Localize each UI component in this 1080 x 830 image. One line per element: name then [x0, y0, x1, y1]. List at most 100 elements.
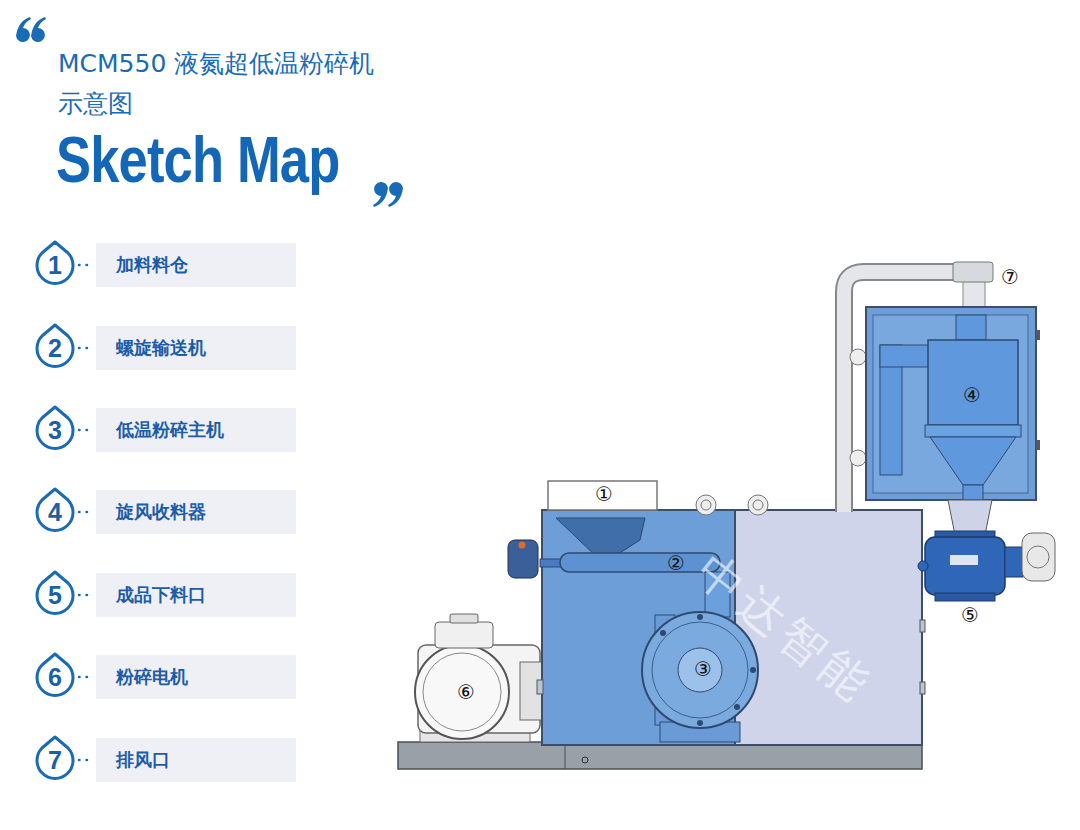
callout-drop: 4 — [35, 486, 75, 532]
heading-en: Sketch Map — [56, 128, 339, 192]
grinder-mill — [642, 612, 758, 742]
dot-connector — [79, 511, 93, 514]
callout-number: ⑤ — [961, 605, 979, 625]
pipe-fitting-part — [753, 500, 763, 510]
discharge-valve — [918, 500, 1055, 601]
drop-shape — [37, 489, 73, 530]
grinder-mill-part — [642, 612, 758, 728]
cyclone-collector-part — [928, 340, 1018, 425]
feed-hopper-part — [556, 518, 645, 558]
base-frame-part — [565, 742, 566, 769]
part-name: 成品下料口 — [116, 583, 206, 607]
grinding-motor-part — [450, 614, 478, 623]
pipe-fitting-part — [696, 495, 716, 515]
cyclone-collector — [866, 307, 1040, 500]
main-cabinet — [537, 510, 925, 745]
dot-connector — [79, 347, 93, 350]
cyclone-collector-part — [1036, 330, 1040, 340]
page-title: MCM550 液氮超低温粉碎机 示意图 — [58, 44, 403, 124]
screw-conveyor-part — [540, 559, 562, 567]
callout-number: 5 — [48, 583, 62, 608]
grinder-mill-part — [678, 648, 722, 692]
cyclone-collector-part — [925, 425, 1021, 437]
grinder-mill-part — [734, 704, 740, 710]
callout-drop: 5 — [35, 569, 75, 615]
key-box: 排风口 — [96, 738, 296, 782]
grinder-mill-part — [697, 614, 703, 620]
main-cabinet-part — [537, 680, 543, 694]
pipe-fitting-part — [701, 500, 711, 510]
part-name: 螺旋输送机 — [116, 336, 206, 360]
discharge-valve-part — [925, 537, 1005, 595]
watermark: 中达智能 — [689, 546, 881, 710]
grinding-motor-part — [415, 645, 509, 739]
grinder-mill-part — [697, 720, 703, 726]
feed-hopper — [548, 481, 657, 558]
callout-number: 3 — [48, 418, 62, 443]
base-frame — [398, 742, 922, 769]
callout-number: 7 — [48, 748, 62, 773]
discharge-valve-part — [1027, 546, 1049, 568]
discharge-valve-part — [950, 555, 978, 565]
grinder-mill-part — [660, 630, 666, 636]
cyclone-collector-part — [930, 437, 1016, 485]
discharge-valve-part — [935, 593, 995, 601]
callout-number: 2 — [48, 336, 62, 361]
callout-number: ⑦ — [1001, 267, 1019, 287]
grinder-mill-part — [652, 622, 748, 718]
base-frame-part — [582, 757, 588, 763]
callout-number: 4 — [48, 500, 62, 525]
dot-connector — [79, 759, 93, 762]
key-box: 低温粉碎主机 — [96, 408, 296, 452]
cyclone-collector-part — [880, 345, 930, 367]
air-pipe-part — [850, 450, 866, 466]
callout-number: ② — [667, 553, 685, 573]
pipe-fitting-part — [748, 495, 768, 515]
cyclone-collector-part — [963, 485, 983, 500]
part-name: 粉碎电机 — [116, 665, 188, 689]
quote-mark-part — [31, 17, 46, 42]
quote-mark-part — [373, 182, 388, 207]
grinding-motor — [415, 614, 544, 742]
callout-drop: 7 — [35, 734, 75, 780]
drop-shape — [37, 242, 73, 283]
drop-shape — [37, 407, 73, 448]
key-box: 成品下料口 — [96, 573, 296, 617]
drop-shape — [37, 572, 73, 613]
part-name: 低温粉碎主机 — [116, 418, 224, 442]
quote-mark — [16, 17, 403, 207]
grinder-mill-part — [750, 667, 756, 673]
callout-number: ① — [595, 484, 613, 504]
cyclone-collector-part — [956, 315, 986, 340]
part-name: 旋风收料器 — [116, 500, 206, 524]
callout-number: ⑥ — [457, 682, 475, 702]
pipe-fitting — [696, 495, 768, 515]
feed-hopper-part — [548, 481, 657, 510]
part-name: 排风口 — [116, 748, 170, 772]
air-pipe-part — [850, 349, 866, 365]
base-frame-part — [398, 742, 922, 769]
callout-drop: 6 — [35, 651, 75, 697]
quote-mark-part — [16, 17, 31, 42]
drop-shape — [37, 325, 73, 366]
grinding-motor-part — [435, 622, 493, 648]
discharge-valve-part — [1005, 547, 1023, 577]
callout-drop: 1 — [35, 239, 75, 285]
discharge-valve-part — [948, 500, 992, 535]
discharge-valve-part — [1022, 533, 1055, 581]
drop-shape — [37, 654, 73, 695]
callout-number: 6 — [48, 665, 62, 690]
dot-connector — [79, 429, 93, 432]
key-box: 加料料仓 — [96, 243, 296, 287]
key-box: 旋风收料器 — [96, 490, 296, 534]
screw-conveyor-part — [560, 553, 720, 572]
callout-drop: 2 — [35, 322, 75, 368]
main-cabinet-part — [920, 620, 925, 632]
screw-conveyor-part — [519, 542, 526, 549]
callout-number: ④ — [963, 385, 981, 405]
callout-number: ③ — [694, 659, 712, 679]
grinding-motor-part — [423, 653, 501, 731]
callout-number: 1 — [48, 253, 62, 278]
key-box: 粉碎电机 — [96, 655, 296, 699]
